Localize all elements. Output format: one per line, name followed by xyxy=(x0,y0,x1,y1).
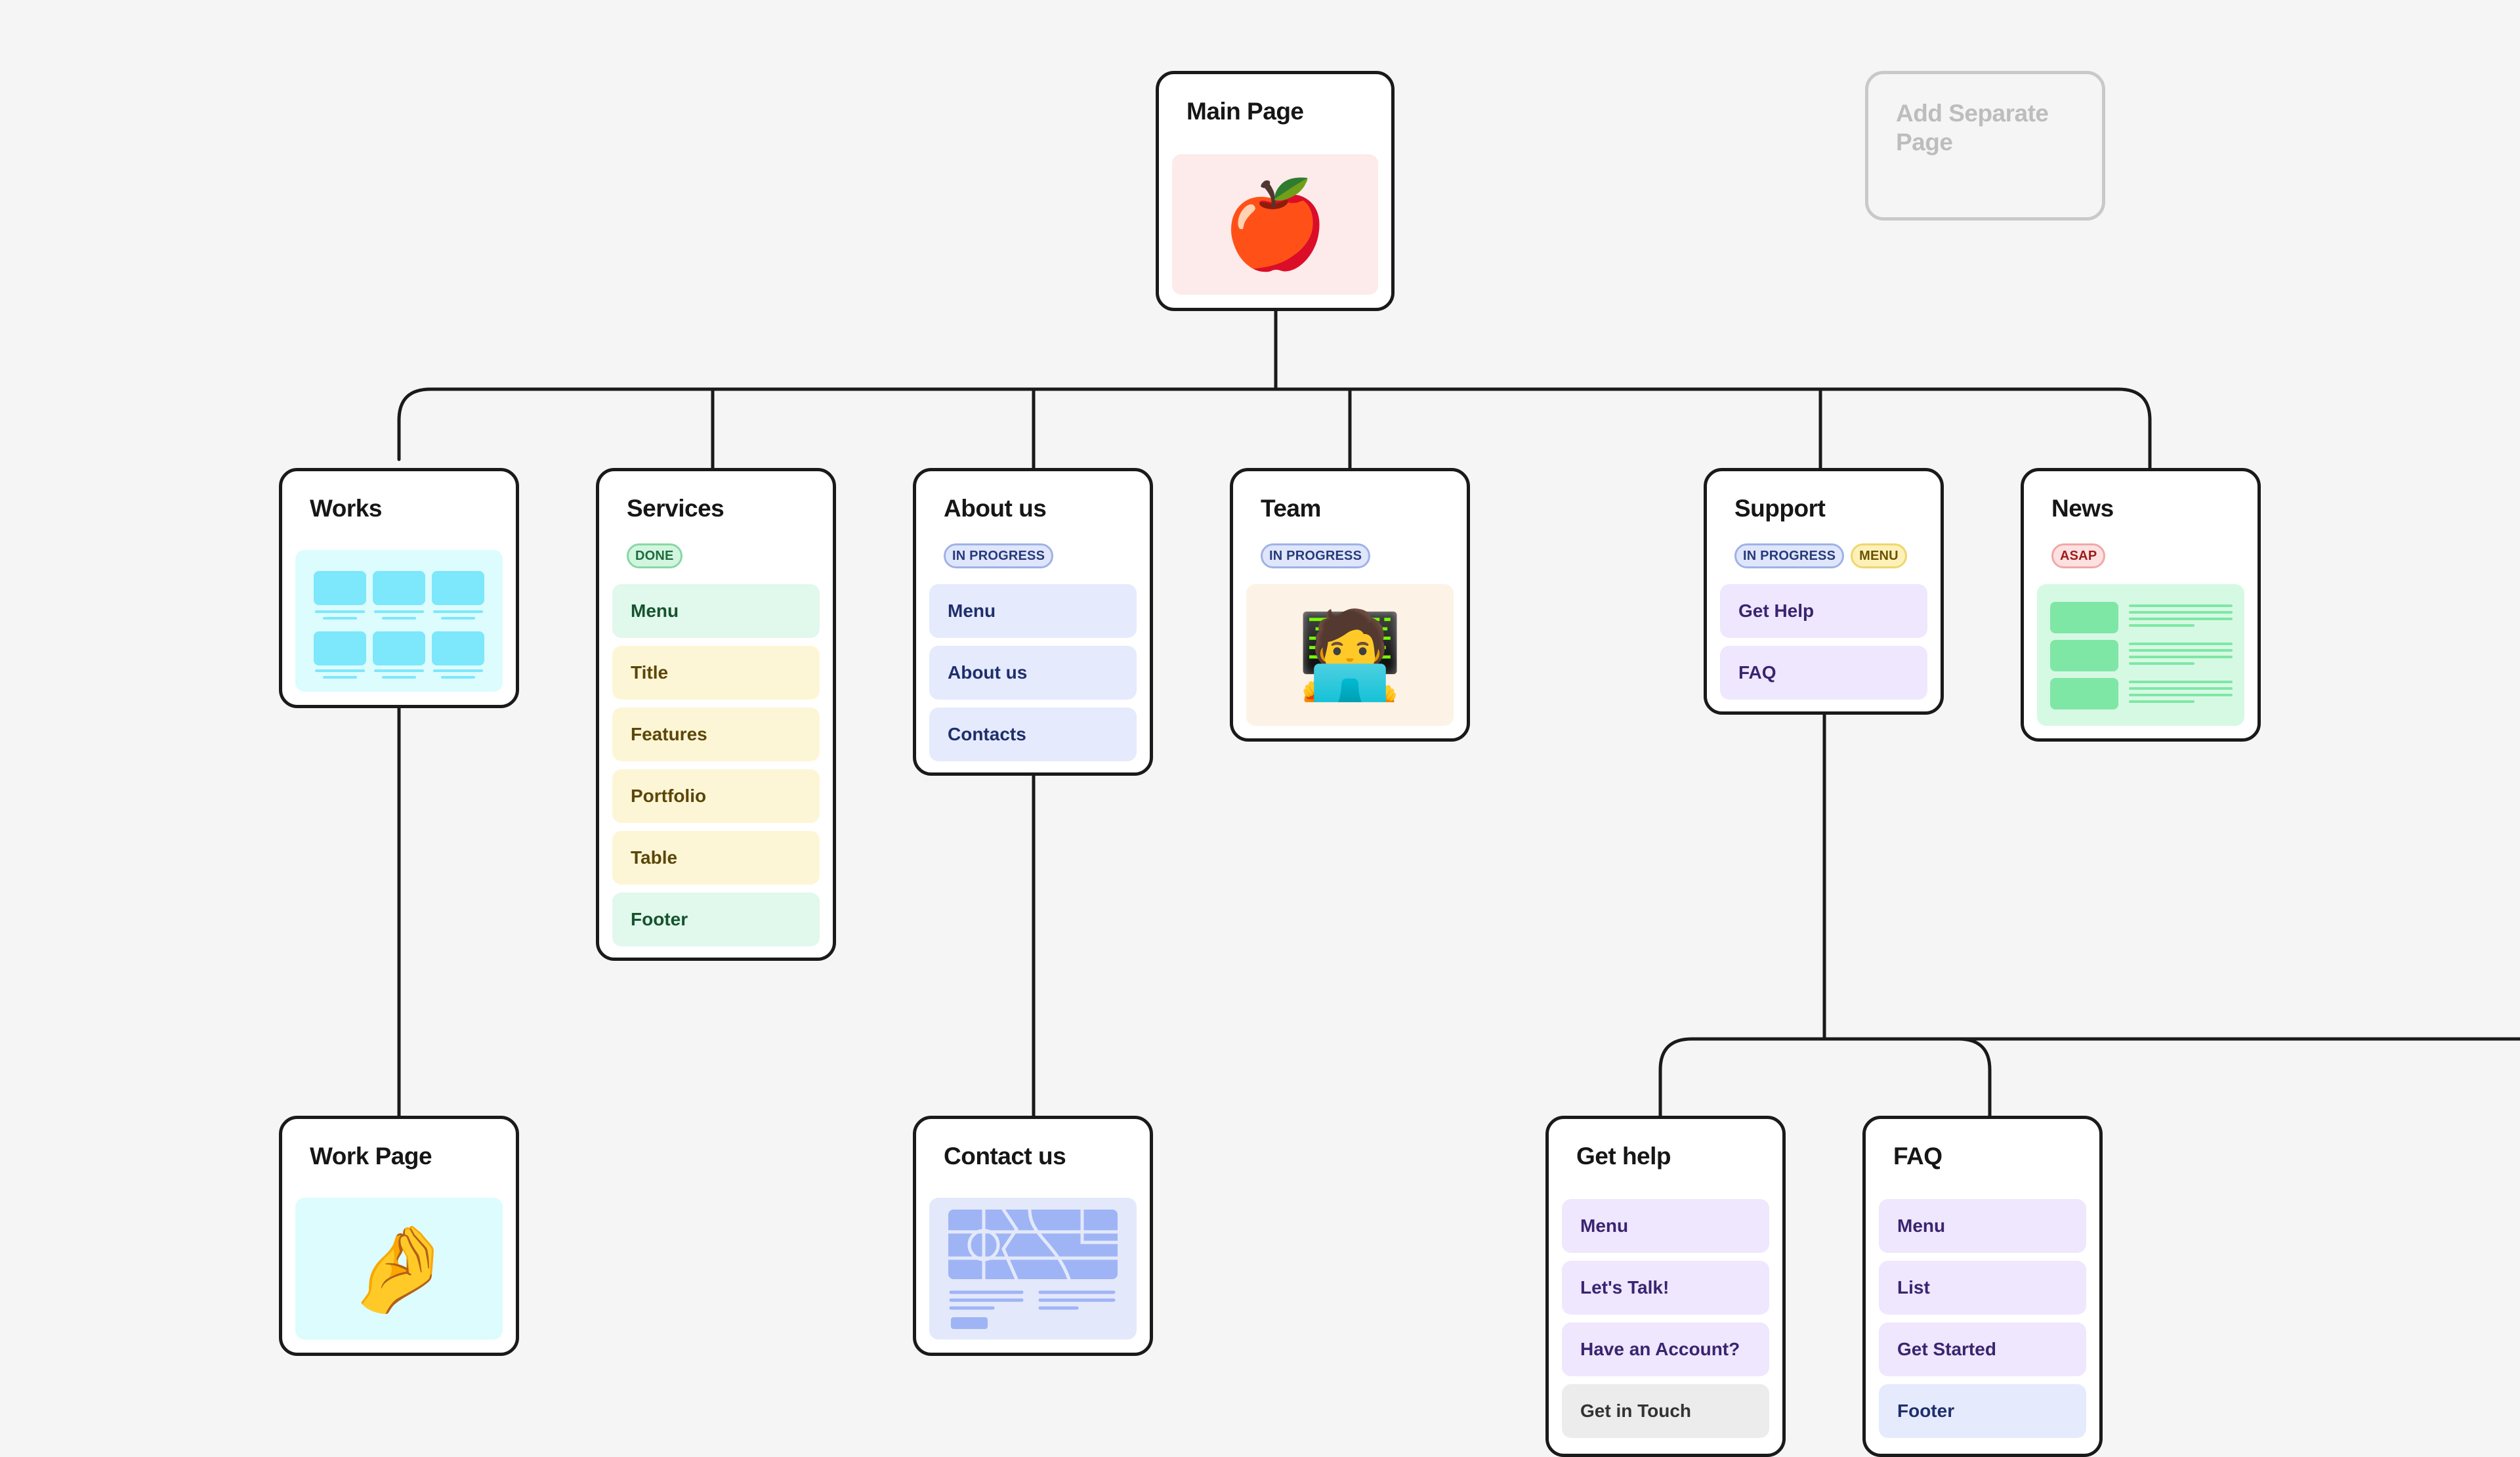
section-item-lets-talk[interactable]: Let's Talk! xyxy=(1562,1261,1769,1315)
status-badge-in-progress: IN PROGRESS xyxy=(1734,543,1845,568)
section-list: Menu About us Contacts xyxy=(929,584,1137,769)
card-title: About us xyxy=(944,495,1047,522)
card-title: FAQ xyxy=(1893,1143,1942,1170)
about-us-card[interactable]: About us IN PROGRESS Menu About us Conta… xyxy=(913,468,1153,776)
card-title: Team xyxy=(1261,495,1321,522)
badge-group: DONE xyxy=(627,543,682,568)
card-title: Work Page xyxy=(310,1143,432,1170)
sitemap-canvas: Main Page 🍎 Add Separate Page Works xyxy=(279,71,2520,1457)
news-wireframe-graphic xyxy=(2050,602,2233,709)
section-item-faq[interactable]: FAQ xyxy=(1720,646,1927,700)
works-card[interactable]: Works xyxy=(279,468,519,708)
card-title: Support xyxy=(1734,495,1826,522)
section-item-portfolio[interactable]: Portfolio xyxy=(612,769,820,823)
section-item-menu[interactable]: Menu xyxy=(1562,1199,1769,1253)
team-preview: 🧑‍💻 xyxy=(1246,584,1454,726)
map-wireframe-icon xyxy=(929,1198,1137,1340)
section-item-title[interactable]: Title xyxy=(612,646,820,700)
card-title: Main Page xyxy=(1186,98,1304,125)
section-item-table[interactable]: Table xyxy=(612,831,820,885)
section-item-menu[interactable]: Menu xyxy=(929,584,1137,638)
news-list-wireframe-icon xyxy=(2037,584,2244,726)
grid-wireframe-graphic xyxy=(314,571,484,679)
badge-group: IN PROGRESS xyxy=(944,543,1054,568)
faq-card[interactable]: FAQ Menu List Get Started Footer xyxy=(1862,1116,2103,1457)
connector-bus xyxy=(397,387,2152,471)
status-badge-in-progress: IN PROGRESS xyxy=(944,543,1054,568)
support-card[interactable]: Support IN PROGRESS MENU Get Help FAQ xyxy=(1704,468,1944,715)
status-badge-asap: ASAP xyxy=(2051,543,2106,568)
add-separate-page-label: Add Separate Page xyxy=(1896,100,2049,156)
section-item-get-help[interactable]: Get Help xyxy=(1720,584,1927,638)
status-badge-menu: MENU xyxy=(1851,543,1907,568)
add-separate-page-button[interactable]: Add Separate Page xyxy=(1865,71,2105,221)
section-list: Get Help FAQ xyxy=(1720,584,1927,707)
services-card[interactable]: Services DONE Menu Title Features Portfo… xyxy=(596,468,836,961)
pinched-fingers-icon: 🤌 xyxy=(346,1221,452,1317)
grid-wireframe-icon xyxy=(295,550,503,692)
status-badge-done: DONE xyxy=(627,543,682,568)
section-item-menu[interactable]: Menu xyxy=(1879,1199,2086,1253)
main-page-preview: 🍎 xyxy=(1172,154,1378,295)
status-badge-in-progress: IN PROGRESS xyxy=(1261,543,1371,568)
section-list: Menu List Get Started Footer xyxy=(1879,1199,2086,1446)
badge-group: IN PROGRESS MENU xyxy=(1734,543,1907,568)
card-title: Works xyxy=(310,495,382,522)
red-apple-icon: 🍎 xyxy=(1222,177,1328,272)
card-title: Contact us xyxy=(944,1143,1066,1170)
badge-group: ASAP xyxy=(2051,543,2106,568)
technologist-icon: 🧑‍💻 xyxy=(1297,607,1403,703)
section-item-get-in-touch[interactable]: Get in Touch xyxy=(1562,1384,1769,1438)
connector-support-branch-faq xyxy=(1690,1037,1992,1118)
work-page-preview: 🤌 xyxy=(295,1198,503,1340)
map-wireframe-graphic xyxy=(946,1208,1120,1329)
badge-group: IN PROGRESS xyxy=(1261,543,1371,568)
card-title: Get help xyxy=(1576,1143,1671,1170)
section-item-footer[interactable]: Footer xyxy=(612,893,820,946)
connector-support-branch xyxy=(1658,1037,2520,1118)
section-item-about-us[interactable]: About us xyxy=(929,646,1137,700)
connector-lines xyxy=(397,308,2520,1118)
section-item-features[interactable]: Features xyxy=(612,707,820,761)
section-item-have-an-account[interactable]: Have an Account? xyxy=(1562,1322,1769,1376)
card-title: News xyxy=(2051,495,2114,522)
section-item-get-started[interactable]: Get Started xyxy=(1879,1322,2086,1376)
contact-us-card[interactable]: Contact us xyxy=(913,1116,1153,1356)
section-list: Menu Let's Talk! Have an Account? Get in… xyxy=(1562,1199,1769,1446)
main-page-card[interactable]: Main Page 🍎 xyxy=(1156,71,1395,311)
news-card[interactable]: News ASAP xyxy=(2021,468,2261,742)
section-item-contacts[interactable]: Contacts xyxy=(929,707,1137,761)
section-item-menu[interactable]: Menu xyxy=(612,584,820,638)
team-card[interactable]: Team IN PROGRESS 🧑‍💻 xyxy=(1230,468,1470,742)
work-page-card[interactable]: Work Page 🤌 xyxy=(279,1116,519,1356)
section-item-footer[interactable]: Footer xyxy=(1879,1384,2086,1438)
section-list: Menu Title Features Portfolio Table Foot… xyxy=(612,584,820,954)
section-item-list[interactable]: List xyxy=(1879,1261,2086,1315)
get-help-card[interactable]: Get help Menu Let's Talk! Have an Accoun… xyxy=(1545,1116,1786,1457)
card-title: Services xyxy=(627,495,724,522)
